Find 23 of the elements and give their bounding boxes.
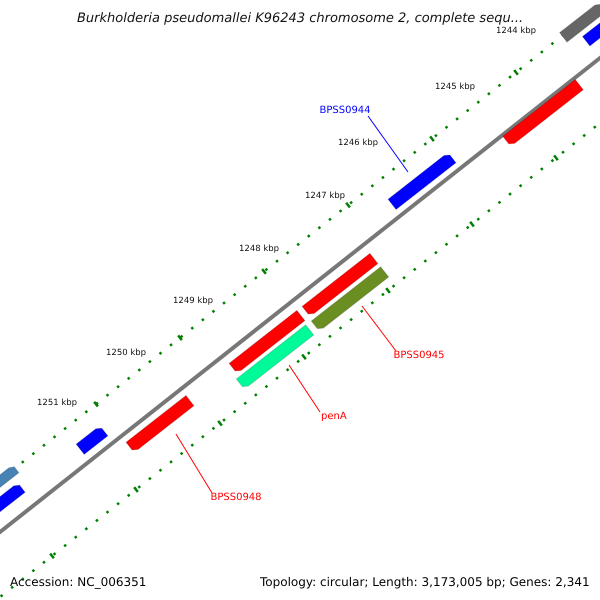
leader-line	[368, 116, 408, 172]
footer-text: Accession: NC_006351	[10, 575, 146, 589]
scale-label: 1251 kbp	[37, 398, 78, 408]
footer-text: Topology: circular; Length: 3,173,005 bp; Genes: 2,341	[260, 575, 590, 589]
gene-arrow	[125, 394, 195, 450]
scale-label: 1250 kbp	[106, 348, 146, 358]
scale-label: 1246 kbp	[338, 138, 378, 148]
gene-arrow	[236, 324, 314, 388]
gene-label: BPSS0945	[394, 350, 445, 360]
gene-label: BPSS0944	[320, 104, 371, 116]
gene-arrow	[387, 154, 457, 210]
gene-label: penA	[321, 410, 347, 422]
gene-label: BPSS0948	[210, 492, 262, 502]
leader-line	[362, 306, 396, 352]
leader-line	[288, 364, 320, 412]
title: Burkholderia pseudomallei K96243 chromosome 2, complete sequ...	[77, 10, 524, 26]
scale-label: 1247 kbp	[305, 191, 346, 201]
scale-label: 1248 kbp	[239, 244, 280, 254]
scale-label: 1249 kbp	[173, 296, 214, 306]
scale-label: 1244 kbp	[496, 26, 536, 36]
scale-label: 1245 kbp	[435, 82, 476, 92]
leader-line	[176, 434, 212, 494]
gene-arrow	[310, 266, 390, 330]
